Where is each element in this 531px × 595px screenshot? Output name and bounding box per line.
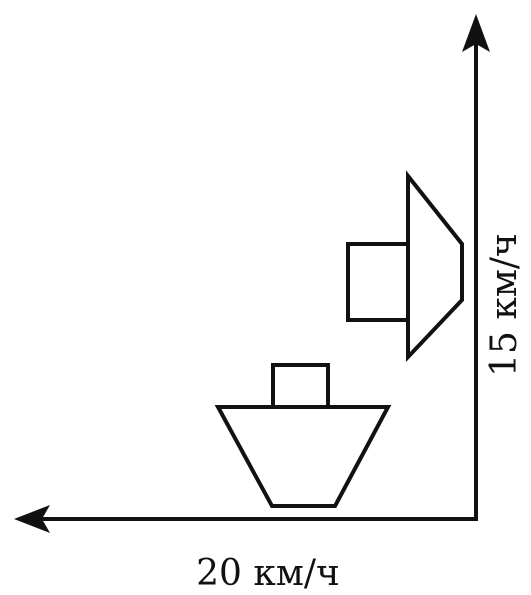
arrow-up-icon (462, 14, 490, 52)
boat-hull (406, 170, 464, 363)
boat-cabin (271, 363, 330, 409)
arrow-left-icon (14, 505, 50, 533)
boat-icon (346, 170, 464, 363)
boat-icon (214, 363, 392, 508)
axes (14, 14, 490, 533)
horizontal-speed-label: 20 км/ч (196, 553, 340, 594)
boat-hull (214, 405, 392, 508)
boat-cabin (346, 242, 410, 322)
vertical-speed-label: 15 км/ч (484, 233, 525, 377)
